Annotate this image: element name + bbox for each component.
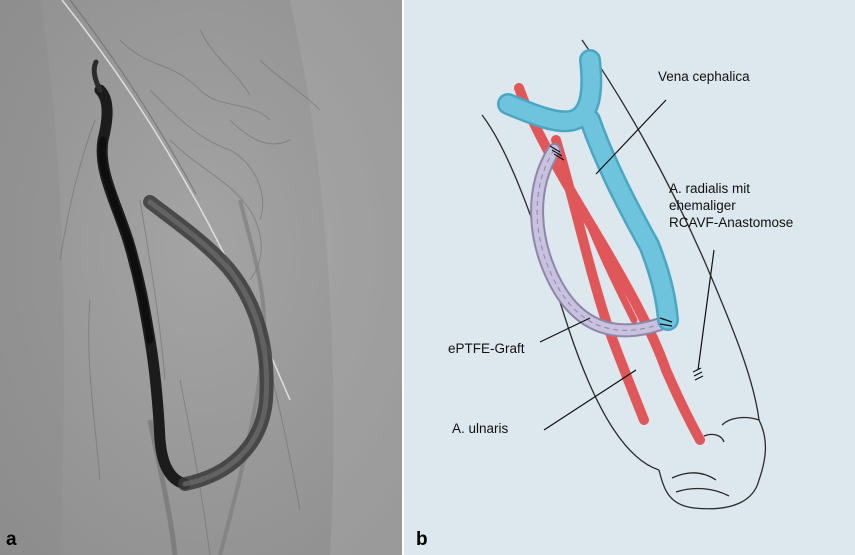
schematic-panel: Vena cephalica A. radialis mit ehemalige…: [404, 0, 855, 555]
label-a-radialis: A. radialis mit ehemaliger RCAVF-Anastom…: [669, 180, 793, 231]
panel-label-b: b: [416, 529, 428, 551]
label-vena-cephalica: Vena cephalica: [658, 68, 750, 85]
leader-graft: [540, 318, 590, 342]
panel-label-a: a: [6, 529, 17, 551]
leader-ulnaris: [544, 370, 636, 430]
artery-ulnaris: [556, 140, 644, 420]
label-a-ulnaris: A. ulnaris: [452, 420, 508, 437]
label-a-radialis-line2: ehemaliger: [669, 197, 793, 214]
label-a-radialis-line1: A. radialis mit: [669, 180, 793, 197]
label-eptfe-graft: ePTFE-Graft: [448, 340, 525, 357]
fist-outline: [659, 418, 765, 509]
angiography-image: [0, 0, 402, 555]
label-a-radialis-line3: RCAVF-Anastomose: [669, 214, 793, 231]
leader-radialis: [698, 250, 714, 370]
forearm-sketch: [404, 0, 855, 555]
angiography-panel: a: [0, 0, 402, 555]
